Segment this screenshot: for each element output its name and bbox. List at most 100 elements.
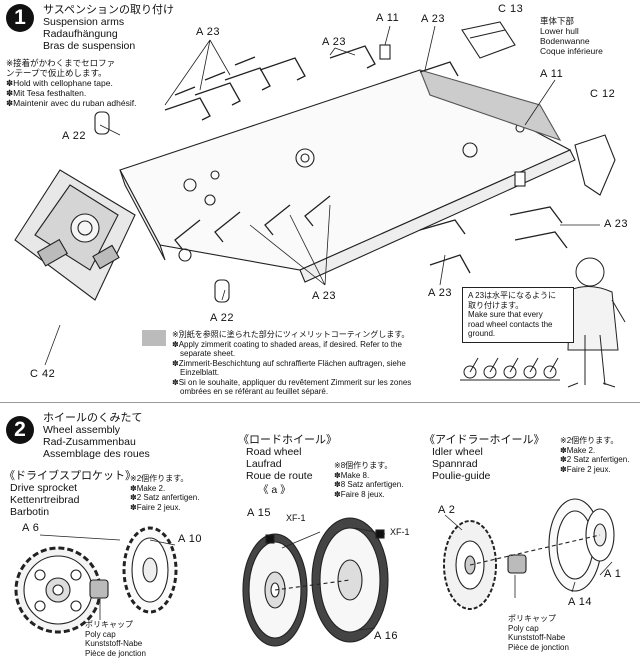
sprocket-title-fr: Barbotin xyxy=(10,506,50,518)
idler-a2-drawing xyxy=(443,520,497,610)
lower-hull-note: 車体下部 Lower hull Bodenwanne Coque inférie… xyxy=(540,16,603,56)
roadwheel-title: 《ロードホイール》 Road wheel Laufrad Roue de rou… xyxy=(238,434,337,482)
label-a22-upper: A 22 xyxy=(62,130,87,142)
label-a23-bottom-mid: A 23 xyxy=(312,290,337,302)
hull-note-line: Bodenwanne xyxy=(540,36,590,46)
suspension-assembly-diagram xyxy=(14,21,626,388)
tape-note-line: ンテープで仮止めします。 xyxy=(6,68,107,78)
make-note-line: ※2個作ります。 xyxy=(560,436,619,445)
label-c12: C 12 xyxy=(590,88,616,100)
make-note-line: ✽Make 2. xyxy=(560,445,596,455)
label-a23-top-left: A 23 xyxy=(196,26,221,38)
sprocket-title-jp: 《ドライブスプロケット》 xyxy=(4,470,136,482)
tape-note: ※接着がかわくまでセロファ ンテープで仮止めします。 ✽Hold with ce… xyxy=(6,58,136,108)
make-note-line: ✽Faire 2 jeux. xyxy=(560,464,611,474)
sprocket-title: 《ドライブスプロケット》 Drive sprocket Kettenrtreib… xyxy=(4,470,136,518)
idler-title-jp: 《アイドラーホイール》 xyxy=(424,434,545,446)
idler-title: 《アイドラーホイール》 Idler wheel Spannrad Poulie-… xyxy=(424,434,544,482)
label-xf1-left: XF-1 xyxy=(286,513,306,523)
tape-note-line: ※接着がかわくまでセロファ xyxy=(6,58,116,68)
level-note-line: Make sure that every xyxy=(468,310,543,319)
make-note-line: ✽2 Satz anfertigen. xyxy=(560,455,630,464)
make-note-line: ✽8 Satz anfertigen. xyxy=(334,480,404,489)
hull-note-line: 車体下部 xyxy=(540,16,575,26)
step-2-title-jp: ホイールのくみたて xyxy=(43,412,143,424)
idler-title-fr: Poulie-guide xyxy=(432,470,491,482)
zimmerit-note: ※別紙を参照に塗られた部分にツィメリットコーティングします。 ✽Apply zi… xyxy=(172,330,411,397)
level-note-line: road wheel contacts the xyxy=(468,319,553,329)
hull-note-line: Lower hull xyxy=(540,26,579,36)
label-a14: A 14 xyxy=(568,596,593,608)
zimmerit-note-line: ✽Apply zimmerit coating to shaded areas,… xyxy=(172,339,402,349)
label-a23-bottom-right: A 23 xyxy=(428,287,453,299)
idler-a14-drawing xyxy=(548,498,602,592)
zimmerit-note-line: ✽Zimmerit-Beschichtung auf schraffierte … xyxy=(172,358,406,368)
make-note-line: ※8個作ります。 xyxy=(334,461,393,470)
level-note-line: A 23は水平になるように xyxy=(468,291,557,300)
roadwheel-title-jp: 《ロードホイール》 xyxy=(238,434,337,446)
polycap-line: ポリキャップ xyxy=(85,620,133,629)
hull-note-line: Coque inférieure xyxy=(540,46,603,56)
roadwheel-title-fr: Roue de route xyxy=(246,470,313,482)
polycap-line: Poly cap xyxy=(508,623,539,633)
polycap-line: Kunststoff-Nabe xyxy=(508,633,566,642)
level-note-line: 取り付けます。 xyxy=(468,300,524,310)
label-c13: C 13 xyxy=(498,3,524,15)
label-a15: A 15 xyxy=(247,507,272,519)
idler-title-en: Idler wheel xyxy=(432,446,483,458)
idler-polycap-label: ポリキャップ Poly cap Kunststoff-Nabe Pièce de… xyxy=(508,614,569,652)
label-a2: A 2 xyxy=(438,504,456,516)
roadwheel-variant: 《 a 》 xyxy=(258,484,291,496)
label-a1: A 1 xyxy=(604,568,622,580)
roadwheel-title-en: Road wheel xyxy=(246,446,302,458)
sprocket-title-de: Kettenrtreibrad xyxy=(10,494,80,506)
label-a11-right: A 11 xyxy=(540,68,564,80)
label-a11-top: A 11 xyxy=(376,12,400,24)
step-1-title-jp: サスペンションの取り付け xyxy=(43,4,175,16)
polycap-line: Pièce de jonction xyxy=(85,648,146,658)
make-note-line: ✽2 Satz anfertigen. xyxy=(130,493,200,502)
zimmerit-note-line: ✽Si on le souhaite, appliquer du revêtem… xyxy=(172,377,412,387)
polycap-line: Pièce de jonction xyxy=(508,642,569,652)
roadwheel-title-de: Laufrad xyxy=(246,458,282,470)
step-2-title-en: Wheel assembly xyxy=(43,424,121,436)
idler-title-de: Spannrad xyxy=(432,458,478,470)
make-note-line: ※2個作ります。 xyxy=(130,474,189,483)
polycap-line: Kunststoff-Nabe xyxy=(85,639,143,648)
roadwheel-make-note: ※8個作ります。 ✽Make 8. ✽8 Satz anfertigen. ✽F… xyxy=(334,461,403,499)
label-a23-right: A 23 xyxy=(604,218,629,230)
label-a23-top-mid: A 23 xyxy=(322,36,347,48)
label-c42: C 42 xyxy=(30,368,56,380)
make-note-line: ✽Faire 8 jeux. xyxy=(334,489,385,499)
step-1-title-fr: Bras de suspension xyxy=(43,40,136,52)
tape-note-line: ✽Maintenir avec du ruban adhésif. xyxy=(6,98,137,108)
zimmerit-swatch xyxy=(142,330,166,346)
make-note-line: ✽Make 2. xyxy=(130,483,166,493)
zimmerit-note-line: separate sheet. xyxy=(180,349,236,358)
polycap-line: ポリキャップ xyxy=(508,614,556,623)
idler-a1-drawing xyxy=(585,508,615,562)
step-1-title-de: Radaufhängung xyxy=(43,28,118,40)
polycap-line: Poly cap xyxy=(85,629,116,639)
step-1-title-en: Suspension arms xyxy=(43,16,125,28)
step-2-badge: 2 xyxy=(6,416,34,444)
step-1-badge: 1 xyxy=(6,4,34,32)
tape-note-line: ✽Hold with cellophane tape. xyxy=(6,78,113,88)
make-note-line: ✽Faire 2 jeux. xyxy=(130,502,181,512)
tape-note-line: ✽Mit Tesa festhalten. xyxy=(6,88,87,98)
step-2-title: ホイールのくみたて Wheel assembly Rad-Zusammenbau… xyxy=(43,412,150,460)
level-callout: A 23は水平になるように 取り付けます。 Make sure that eve… xyxy=(462,287,574,343)
label-a16: A 16 xyxy=(374,630,399,642)
label-xf1-right: XF-1 xyxy=(390,527,410,537)
step-2-title-de: Rad-Zusammenbau xyxy=(43,436,136,448)
sprocket-make-note: ※2個作ります。 ✽Make 2. ✽2 Satz anfertigen. ✽F… xyxy=(130,474,199,512)
label-a23-top-right: A 23 xyxy=(421,13,446,25)
label-a6: A 6 xyxy=(22,522,40,534)
step-divider xyxy=(0,402,640,403)
zimmerit-note-line: ※別紙を参照に塗られた部分にツィメリットコーティングします。 xyxy=(172,330,410,339)
zimmerit-note-line: Einzelblatt. xyxy=(180,368,220,377)
roadwheel-a15-drawing xyxy=(242,533,308,647)
idler-make-note: ※2個作ります。 ✽Make 2. ✽2 Satz anfertigen. ✽F… xyxy=(560,436,629,474)
sprocket-polycap-label: ポリキャップ Poly cap Kunststoff-Nabe Pièce de… xyxy=(85,620,146,658)
sprocket-a10-drawing xyxy=(122,526,178,614)
